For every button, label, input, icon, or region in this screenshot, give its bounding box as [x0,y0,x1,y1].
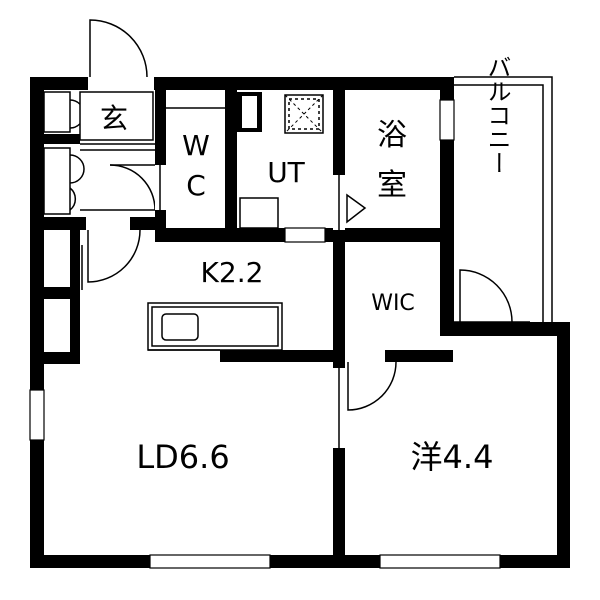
sink-icon [161,313,199,341]
ut-label: UT [267,156,305,189]
bedroom-window [379,554,501,569]
bedroom-label: 洋4.4 [411,438,494,476]
outer-walls [30,77,570,568]
wic-label: WIC [371,291,415,316]
ut-fixtures [237,92,324,134]
wc-label-1: W [182,129,210,162]
kitchen-counter [147,302,283,351]
ut-vent [284,227,326,243]
living-window [149,554,271,569]
kitchen-label: K2.2 [201,256,264,289]
doors [81,19,513,448]
living-label: LD6.6 [136,438,229,476]
windows [29,99,501,569]
balcony-label: バルコニー [483,55,511,175]
bath-window [439,99,455,141]
interior-walls [30,77,530,568]
living-side-window [29,389,45,441]
bath-label-2: 室 [377,168,407,203]
bath-label-1: 浴 [377,118,407,153]
entrance-label: 玄 [100,102,128,135]
room-labels: 玄 W C UT 浴 室 バルコニー K2.2 WIC LD6.6 洋4.4 [100,55,511,476]
closet-fixtures [43,91,155,215]
wc-label-2: C [186,169,206,202]
